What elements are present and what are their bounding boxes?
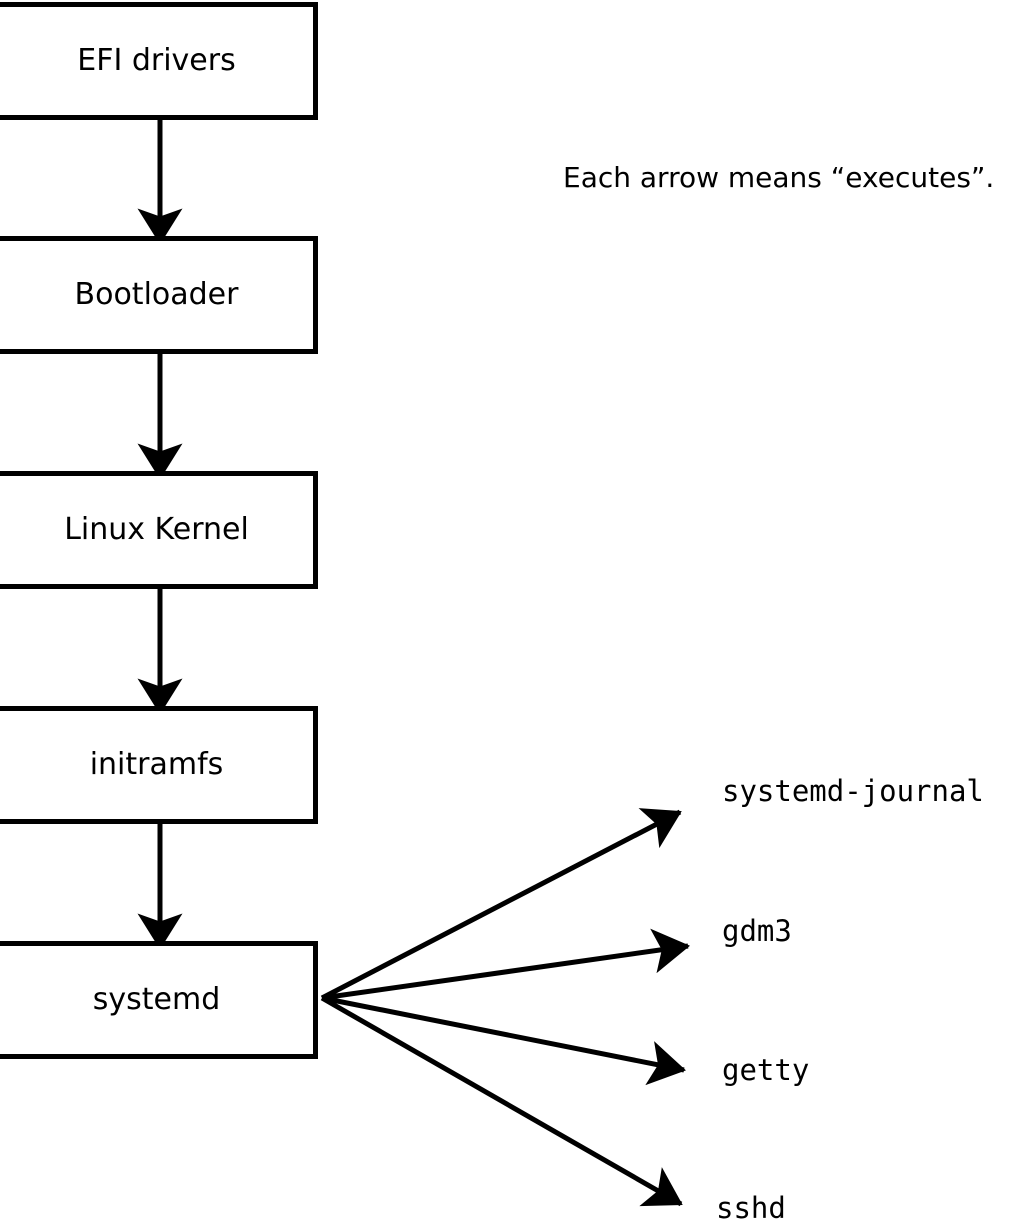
node-efi-drivers[interactable]: EFI drivers (0, 2, 318, 120)
arrow-systemd-to-sshd (320, 995, 683, 1207)
service-label-systemd-journal: systemd-journal (722, 774, 984, 808)
fanout-arrows-group (320, 808, 690, 1207)
node-label-systemd: systemd (92, 982, 221, 1017)
service-label-gdm3: gdm3 (722, 914, 792, 948)
node-label-bootloader: Bootloader (74, 277, 239, 312)
service-label-sshd: sshd (716, 1191, 786, 1225)
node-label-efi-drivers: EFI drivers (77, 43, 236, 78)
arrow-systemd-to-gdm3 (321, 928, 690, 1001)
arrow-systemd-to-systemd-journal (320, 808, 682, 1001)
service-label-getty: getty (722, 1053, 810, 1087)
node-initramfs[interactable]: initramfs (0, 706, 318, 824)
legend-note: Each arrow means “executes”. (563, 161, 995, 194)
arrow-systemd-to-getty (321, 995, 686, 1086)
node-systemd[interactable]: systemd (0, 941, 318, 1059)
node-label-initramfs: initramfs (89, 747, 224, 782)
node-bootloader[interactable]: Bootloader (0, 236, 318, 354)
node-label-linux-kernel: Linux Kernel (64, 512, 249, 547)
node-linux-kernel[interactable]: Linux Kernel (0, 471, 318, 589)
